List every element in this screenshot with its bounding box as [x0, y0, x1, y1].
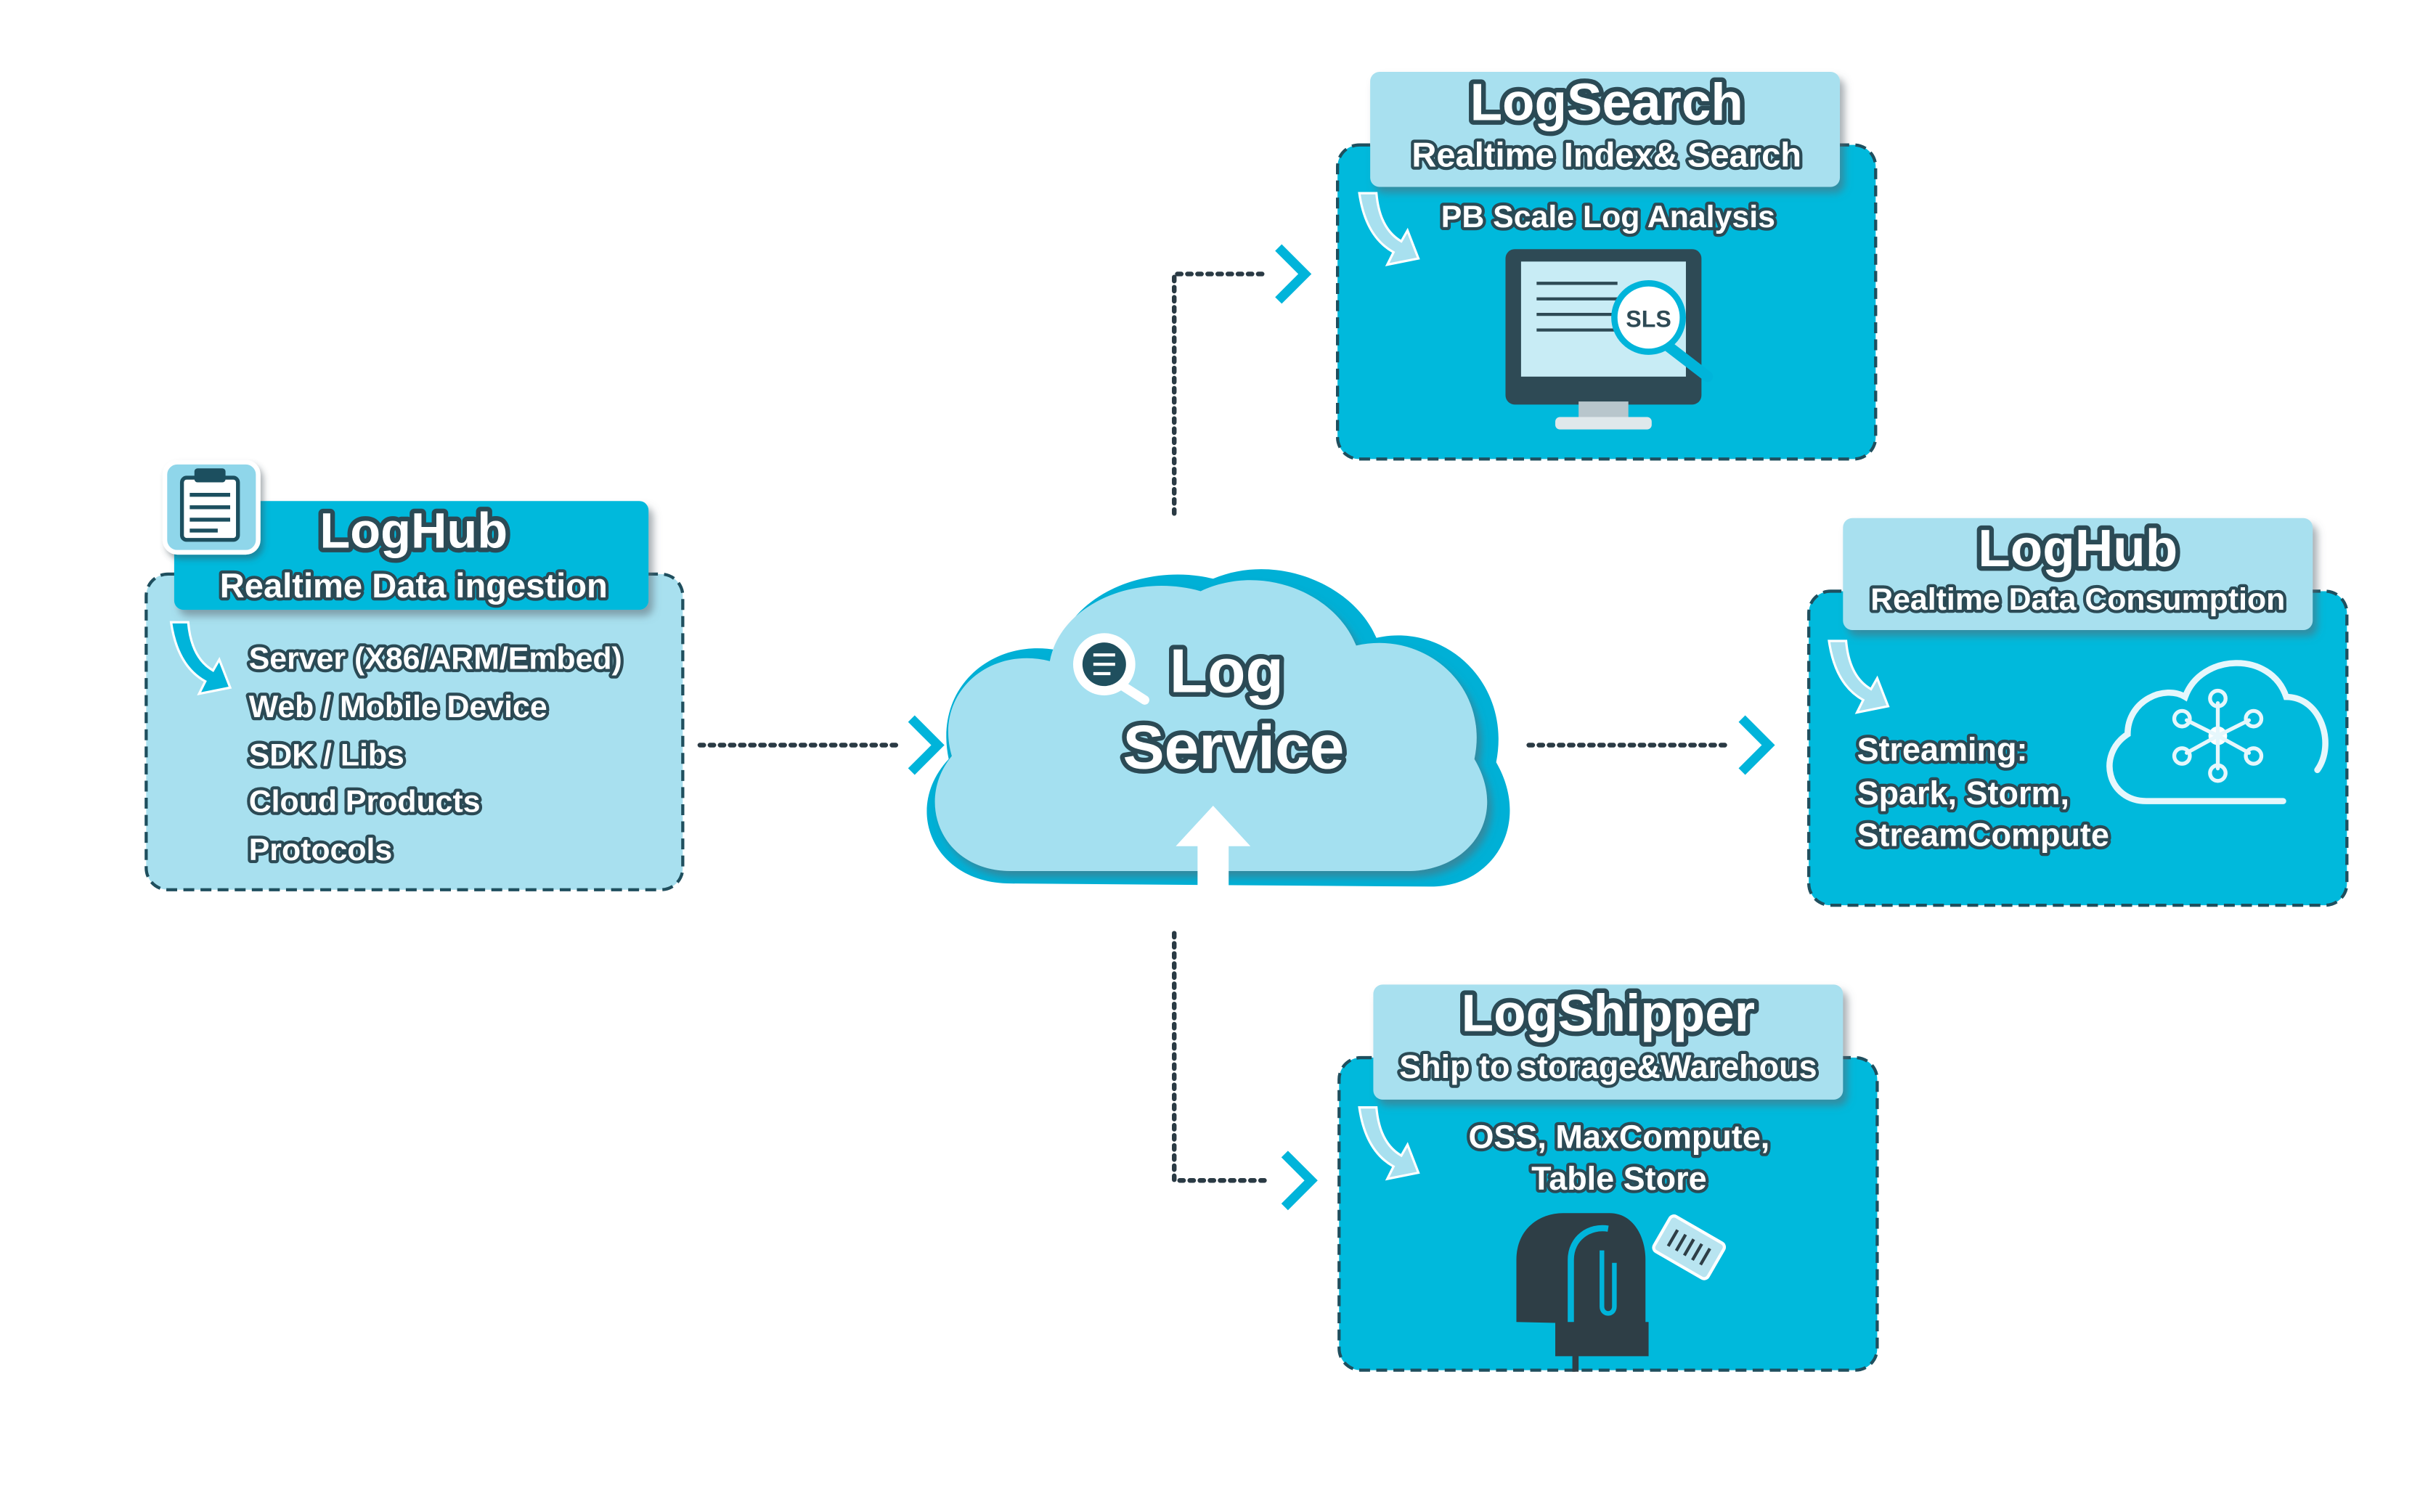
- cloud-body: [934, 580, 1488, 872]
- list-item: OSS, MaxCompute,: [1468, 1118, 1769, 1155]
- search-title: LogSearch: [1470, 73, 1743, 131]
- ingestion-list: Server (X86/ARM/Embed) Web / Mobile Devi…: [245, 638, 625, 870]
- center-title-line2: Service: [1123, 713, 1345, 782]
- list-item: Protocols: [249, 833, 393, 867]
- connector-center-to-shipper: [1172, 931, 1270, 1183]
- list-item: Streaming:: [1857, 731, 2028, 768]
- curved-arrow-icon: [1358, 1106, 1420, 1181]
- curved-arrow-icon: [1828, 639, 1890, 714]
- chevron-right-icon: [1275, 244, 1312, 304]
- mailbox-icon: [1516, 1213, 1727, 1372]
- log-service-cloud: Log Service: [926, 569, 1510, 890]
- list-item: Server (X86/ARM/Embed): [249, 642, 622, 677]
- ingestion-title: LogHub: [319, 502, 508, 558]
- shipper-list: OSS, MaxCompute, Table Store: [1465, 1115, 1772, 1200]
- list-item: Table Store: [1531, 1160, 1707, 1197]
- chevron-right-icon: [908, 715, 945, 775]
- monitor-label: SLS: [1626, 306, 1671, 332]
- ingestion-subtitle: Realtime Data ingestion: [220, 566, 608, 605]
- shipper-title: LogShipper: [1462, 984, 1756, 1043]
- search-subtitle: Realtime Index& Search: [1411, 136, 1801, 174]
- curved-arrow-icon: [169, 621, 232, 696]
- search-panel: LogSearch Realtime Index& Search PB Scal…: [1336, 68, 1878, 461]
- list-item: StreamCompute: [1857, 817, 2109, 854]
- ingestion-header: [174, 501, 649, 610]
- chevron-right-icon: [1738, 715, 1775, 775]
- shipper-panel: LogShipper Ship to storage&Warehous OSS,…: [1337, 979, 1879, 1372]
- center-title-line1: Log: [1170, 637, 1284, 706]
- chevrons: [908, 244, 1775, 1211]
- shipper-header: [1373, 984, 1843, 1100]
- up-arrow-icon: [1176, 806, 1251, 890]
- consumption-panel: LogHub Realtime Data Consumption Streami…: [1807, 515, 2349, 907]
- search-chat-icon: [1073, 633, 1149, 705]
- search-header: [1370, 72, 1841, 187]
- connectors: [697, 271, 1732, 1183]
- monitor-magnifier-icon: SLS: [1505, 249, 1714, 430]
- list-item: Cloud Products: [249, 785, 481, 820]
- list-item: Web / Mobile Device: [249, 690, 547, 724]
- cloud-network-icon: [2106, 660, 2329, 804]
- consumption-title: LogHub: [1978, 519, 2177, 578]
- search-detail: PB Scale Log Analysis: [1441, 200, 1775, 234]
- consumption-header: [1843, 518, 2313, 630]
- connector-center-to-search: [1172, 271, 1266, 516]
- curved-arrow-icon: [1358, 192, 1420, 266]
- ingestion-panel-body: [144, 572, 685, 891]
- consumption-list: Streaming: Spark, Storm, StreamCompute: [1854, 728, 2112, 857]
- list-item: Spark, Storm,: [1857, 775, 2069, 812]
- clipboard-icon: [162, 459, 261, 555]
- chevron-right-icon: [1281, 1151, 1318, 1211]
- shipper-subtitle: Ship to storage&Warehous: [1399, 1048, 1817, 1085]
- consumption-subtitle: Realtime Data Consumption: [1870, 582, 2285, 617]
- ingestion-panel: LogHub Realtime Data ingestion Server (X…: [144, 459, 685, 891]
- list-item: SDK / Libs: [249, 737, 404, 772]
